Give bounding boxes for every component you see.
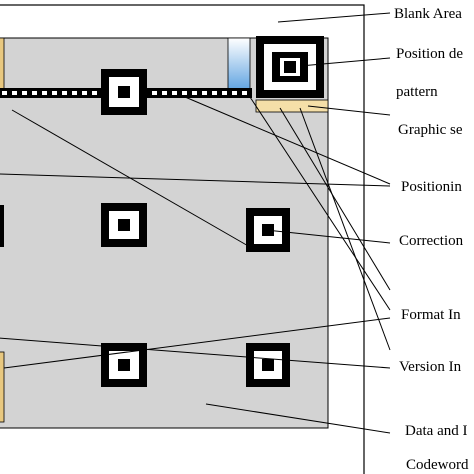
label-position-detection: Position de [396, 46, 464, 62]
label-blank-area: Blank Area [394, 6, 462, 22]
label-data-and: Data and I [405, 423, 468, 439]
alignment-pattern-mid-left [101, 203, 147, 247]
label-format-info: Format In [401, 307, 461, 323]
label-correction: Correction [399, 233, 464, 249]
format-info-strip-bottom [0, 351, 5, 423]
position-detection-pattern [256, 36, 324, 98]
graphic-separator [255, 99, 329, 113]
label-version-info: Version In [399, 359, 462, 375]
alignment-pattern-top [101, 69, 147, 115]
label-positioning: Positionin [401, 179, 462, 195]
label-codeword: Codeword [406, 457, 469, 473]
label-graphic-separator: Graphic se [398, 122, 463, 138]
partial-pattern-left-edge [0, 205, 4, 247]
version-info-strip [227, 37, 251, 93]
label-position-detection-line2: pattern [396, 84, 438, 100]
alignment-pattern-bottom-left [101, 343, 147, 387]
leader-lines [0, 12, 391, 434]
format-info-strip-top [0, 37, 5, 91]
alignment-pattern-bottom-right [246, 343, 290, 387]
